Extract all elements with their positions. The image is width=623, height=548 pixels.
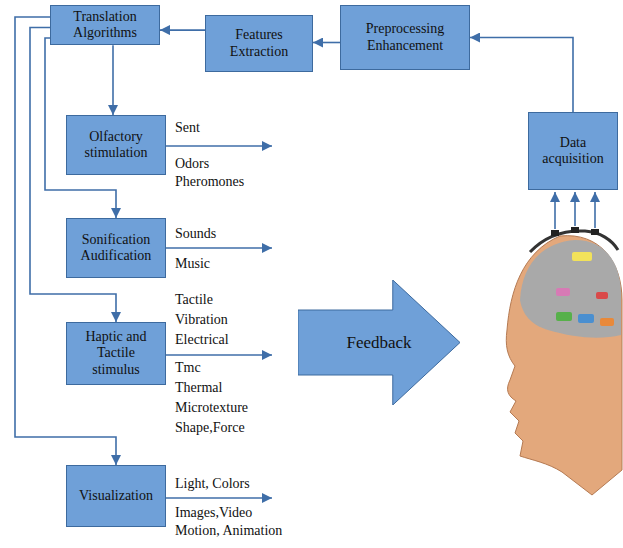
box-label: Features Extraction [211, 27, 307, 59]
process-box: Olfactory stimulation [66, 115, 166, 175]
acquisition-arrows [555, 192, 595, 229]
acquisition-arrow [574, 192, 576, 226]
electrode [591, 229, 599, 235]
flow-arrow [313, 42, 340, 44]
brain [520, 240, 621, 338]
brain-region [572, 252, 592, 261]
process-box: Visualization [66, 465, 166, 527]
output-label: Tmc [175, 360, 201, 376]
output-label: Microtexture [175, 400, 248, 416]
box-label: Visualization [79, 488, 153, 504]
output-label: Music [175, 256, 210, 272]
output-label: Electrical [175, 332, 229, 348]
process-box: Data acquisition [528, 112, 618, 190]
output-label: Motion, Animation [175, 523, 282, 539]
process-box: Translation Algorithms [50, 5, 160, 45]
box-label: Translation Algorithms [56, 9, 154, 41]
process-box: Preprocessing Enhancement [340, 5, 470, 70]
process-box: Sonification Audification [66, 218, 166, 278]
box-label: Data acquisition [534, 135, 612, 167]
output-arrow [166, 497, 272, 499]
output-arrow [166, 354, 272, 356]
brain-region [556, 288, 570, 296]
head-profile [506, 236, 622, 495]
output-label: Vibration [175, 312, 228, 328]
flow-arrow [470, 38, 573, 113]
electrode-cap [530, 231, 618, 252]
process-box: Features Extraction [205, 15, 313, 72]
feedback-arrow: Feedback [298, 280, 460, 405]
acquisition-arrow [554, 192, 556, 229]
box-label: Olfactory stimulation [72, 129, 160, 161]
electrode [551, 230, 559, 236]
feedback-label: Feedback [346, 333, 411, 353]
output-label: Pheromones [175, 174, 244, 190]
flow-arrow [160, 29, 205, 31]
output-arrow [166, 145, 272, 147]
head-illustration [506, 227, 622, 495]
box-label: Sonification Audification [72, 232, 160, 264]
output-label: Light, Colors [175, 476, 250, 492]
process-box: Haptic and Tactile stimulus [66, 322, 166, 385]
electrode [571, 227, 579, 233]
output-arrows [166, 146, 272, 498]
output-label: Sent [175, 120, 200, 136]
arrow-outline [298, 280, 460, 405]
brain-region [596, 292, 608, 299]
brain-region [556, 312, 572, 321]
flow-arrow [112, 45, 114, 115]
output-label: Thermal [175, 380, 222, 396]
acquisition-arrow [594, 192, 596, 228]
output-label: Sounds [175, 226, 216, 242]
output-label: Odors [175, 156, 209, 172]
output-label: Tactile [175, 292, 213, 308]
output-arrow [166, 247, 272, 249]
box-label: Haptic and Tactile stimulus [72, 329, 160, 377]
box-label: Preprocessing Enhancement [346, 21, 464, 53]
brain-region [578, 314, 594, 323]
output-label: Shape,Force [175, 420, 245, 436]
brain-region [600, 318, 614, 326]
output-label: Images,Video [175, 505, 252, 521]
